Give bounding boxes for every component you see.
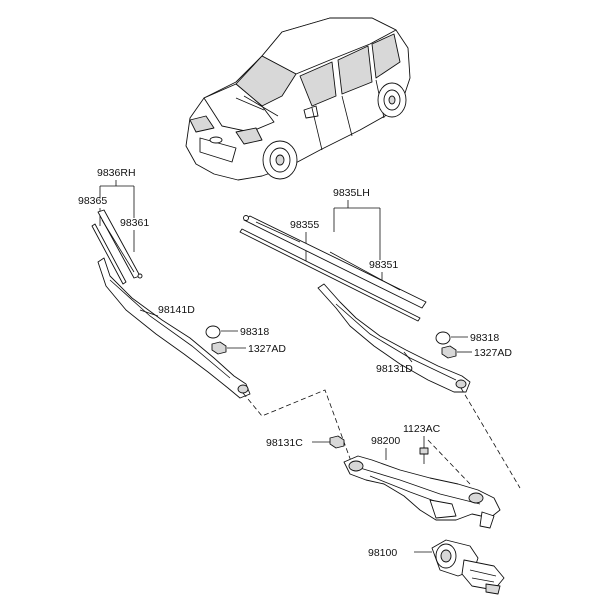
label-98355: 98355 [290,219,319,231]
assembly-leaders [242,387,521,489]
nut-1327ad-left [211,341,227,355]
label-9835lh: 9835LH [333,187,370,199]
label-1327ad-left: 1327AD [248,343,286,355]
label-98141d: 98141D [158,304,195,316]
label-98131c: 98131C [266,437,303,449]
label-1123ac: 1123AC [403,423,441,435]
rh-blade-group: 9836RH 98365 98361 98141D 98318 1327AD [78,167,286,399]
wiper-arm-lh [317,283,471,393]
cap-98318-left [205,325,221,339]
label-98100: 98100 [368,547,397,559]
label-9836rh: 9836RH [97,167,136,179]
label-98361: 98361 [120,217,149,229]
label-98318-right: 98318 [470,332,499,344]
wiper-motor [431,539,505,595]
lh-blade-group: 9835LH 98355 98351 98131D 98318 1327AD [239,187,512,393]
bolt-1123ac [419,447,429,455]
blade-assy-lh [243,215,427,309]
linkage-group: 98131C 98200 1123AC 98100 [266,423,505,595]
label-98131d: 98131D [376,363,413,375]
nut-98131c [329,435,345,449]
blade-refill-rh [91,223,127,285]
label-98351: 98351 [369,259,398,271]
label-1327ad-right: 1327AD [474,347,512,359]
blade-refill-lh [239,228,421,322]
label-98318-left: 98318 [240,326,269,338]
car-illustration [185,17,411,181]
label-98200: 98200 [371,435,400,447]
cap-98318-right [435,331,451,345]
nut-1327ad-right [441,345,457,359]
label-98365: 98365 [78,195,107,207]
